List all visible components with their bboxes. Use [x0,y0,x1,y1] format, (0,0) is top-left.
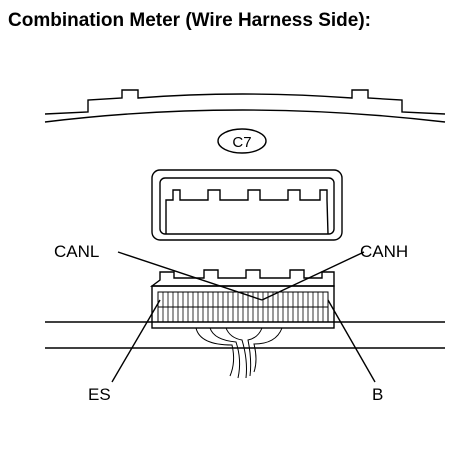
wire-bundle [195,327,283,379]
harness-connector [149,269,335,329]
harness-lines [45,321,445,349]
pin-label-es: ES [88,385,111,404]
pin-label-canl: CANL [54,242,99,261]
upper-socket [151,169,343,241]
connector-code: C7 [232,134,251,151]
diagram-title: Combination Meter (Wire Harness Side): [8,10,371,31]
connector-code-badge: C7 [217,128,267,154]
pin-label-b: B [372,385,383,404]
pin-label-canh: CANH [360,242,408,261]
pin-grid [162,292,324,322]
leader-lines [111,251,376,383]
meter-housing-outline [44,89,446,123]
